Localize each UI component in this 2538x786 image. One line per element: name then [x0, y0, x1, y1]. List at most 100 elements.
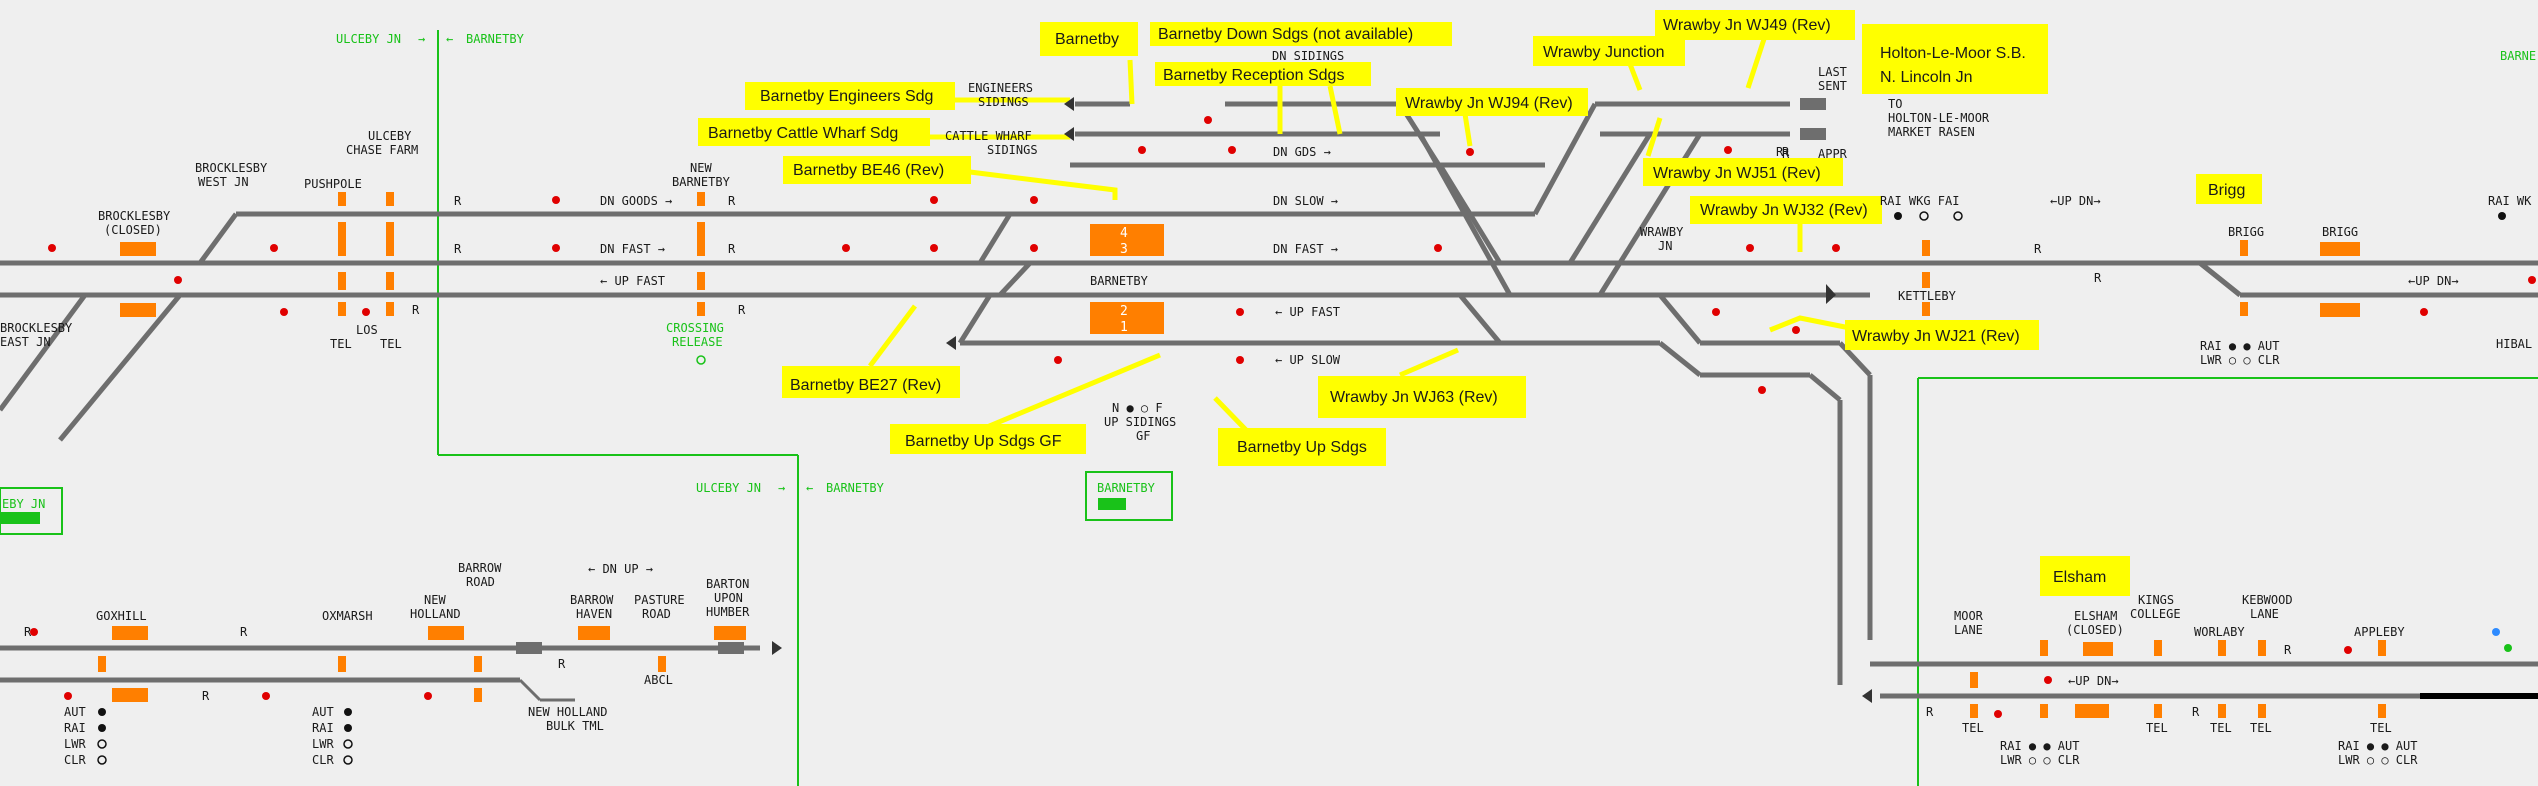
note-elsham — [2040, 556, 2130, 596]
signal-head[interactable] — [2344, 646, 2352, 654]
indicator-lamp — [97, 739, 107, 749]
platform-elsham — [2075, 704, 2109, 718]
signal-head[interactable] — [1712, 308, 1720, 316]
arrow-glyph: → — [418, 32, 425, 46]
note-reception-text: Barnetby Reception Sdgs — [1163, 67, 1344, 84]
label-dn-sidings: DN SIDINGS — [1272, 49, 1344, 63]
signal-head[interactable] — [280, 308, 288, 316]
label-r: R — [1926, 705, 1934, 719]
signal-head[interactable] — [1758, 386, 1766, 394]
label-place: NEW HOLLAND — [528, 705, 607, 719]
signal-head[interactable] — [30, 628, 38, 636]
note-wj94-text: Wrawby Jn WJ94 (Rev) — [1405, 95, 1573, 112]
label-place: ROAD — [466, 575, 495, 589]
crossing-release-indicator[interactable] — [696, 355, 706, 365]
label-place: KETTLEBY — [1898, 289, 1957, 303]
signal-head[interactable] — [2492, 628, 2500, 636]
label-lwr-clr: LWR ○ ○ CLR — [2338, 753, 2418, 767]
platform-number-2: 2 — [1120, 304, 1128, 319]
signal-head[interactable] — [1030, 244, 1038, 252]
label-place: ELSHAM — [2074, 609, 2117, 623]
crossing-marker — [2258, 640, 2266, 656]
crossing-marker — [2154, 704, 2162, 718]
arrow-glyph: ← — [806, 481, 813, 495]
signal-head[interactable] — [1792, 326, 1800, 334]
signal-head[interactable] — [2420, 308, 2428, 316]
label-place: TO — [1888, 97, 1902, 111]
signal-head[interactable] — [1204, 116, 1212, 124]
label-clr: CLR — [312, 753, 334, 767]
track-crossover — [1417, 132, 1513, 297]
label-r: R — [1782, 147, 1790, 161]
label-place: BARROW — [570, 593, 614, 607]
crossing-marker — [697, 302, 705, 316]
signal-head[interactable] — [1236, 356, 1244, 364]
buffer-arrow-icon — [772, 641, 782, 655]
label-place: BARROW — [458, 561, 502, 575]
crossing-marker — [1970, 672, 1978, 688]
crossing-marker — [697, 272, 705, 290]
label-up-dn-lower: ←UP DN→ — [2068, 674, 2119, 688]
label-tel: TEL — [380, 337, 402, 351]
signal-head[interactable] — [552, 244, 560, 252]
label-tel: TEL — [2370, 721, 2392, 735]
label-r: R — [1776, 145, 1784, 159]
signal-head[interactable] — [552, 196, 560, 204]
signal-head[interactable] — [1030, 196, 1038, 204]
platform-barton — [714, 626, 746, 640]
ulceby-jn-mid-label: ULCEBY JN — [696, 481, 761, 495]
label-barnetby-platform: BARNETBY — [1090, 274, 1149, 288]
label-r: R — [558, 657, 566, 671]
signal-head[interactable] — [1054, 356, 1062, 364]
note-wj63-text: Wrawby Jn WJ63 (Rev) — [1330, 389, 1498, 406]
platform-elsham — [2083, 642, 2113, 656]
signal-head[interactable] — [262, 692, 270, 700]
crossing-marker — [697, 192, 705, 206]
label-place: ROAD — [642, 607, 671, 621]
note-be46 — [783, 156, 971, 184]
signal-head[interactable] — [930, 244, 938, 252]
signal-head[interactable] — [1138, 146, 1146, 154]
label-r: R — [2192, 705, 2200, 719]
label-place: CATTLE WHARF — [945, 129, 1032, 143]
place-labels: BROCKLESBY (CLOSED) BROCKLESBY WEST JN P… — [0, 65, 2532, 735]
signal-head[interactable] — [270, 244, 278, 252]
signal-head[interactable] — [2504, 644, 2512, 652]
indicator-lamp — [97, 755, 107, 765]
label-place: ULCEBY — [368, 129, 412, 143]
signal-head[interactable] — [174, 276, 182, 284]
signal-head[interactable] — [1466, 148, 1474, 156]
label-place: PASTURE — [634, 593, 685, 607]
signal-head[interactable] — [1434, 244, 1442, 252]
signal-head[interactable] — [1236, 308, 1244, 316]
indicator-lamp — [1919, 211, 1929, 221]
signal-head[interactable] — [48, 244, 56, 252]
signal-head[interactable] — [362, 308, 370, 316]
label-place: (CLOSED) — [104, 223, 162, 237]
label-place: HAVEN — [576, 607, 612, 621]
indicator-lamp — [2498, 212, 2506, 220]
signal-head[interactable] — [1724, 146, 1732, 154]
signal-head[interactable] — [2528, 276, 2536, 284]
signal-head[interactable] — [1746, 244, 1754, 252]
signal-head[interactable] — [842, 244, 850, 252]
barnetby-box-border — [1085, 471, 1173, 521]
label-up-fast: ← UP FAST — [600, 274, 665, 288]
label-place: PUSHPOLE — [304, 177, 362, 191]
signal-head[interactable] — [930, 196, 938, 204]
signal-head[interactable] — [1832, 244, 1840, 252]
note-wj51-text: Wrawby Jn WJ51 (Rev) — [1653, 165, 1821, 182]
crossing-marker — [474, 656, 482, 672]
note-engineers-text: Barnetby Engineers Sdg — [760, 88, 933, 105]
signal-head[interactable] — [1228, 146, 1236, 154]
signal-head[interactable] — [64, 692, 72, 700]
barnetby-box-label: BARNETBY — [1097, 481, 1156, 495]
label-place: RAI WK — [2488, 194, 2532, 208]
signal-head[interactable] — [1994, 710, 2002, 718]
signals — [30, 116, 2536, 718]
label-up-slow: ← UP SLOW — [1275, 353, 1341, 367]
signal-head[interactable] — [424, 692, 432, 700]
leader-line — [1399, 347, 1459, 378]
signal-head[interactable] — [2044, 676, 2052, 684]
label-place: GOXHILL — [96, 609, 147, 623]
